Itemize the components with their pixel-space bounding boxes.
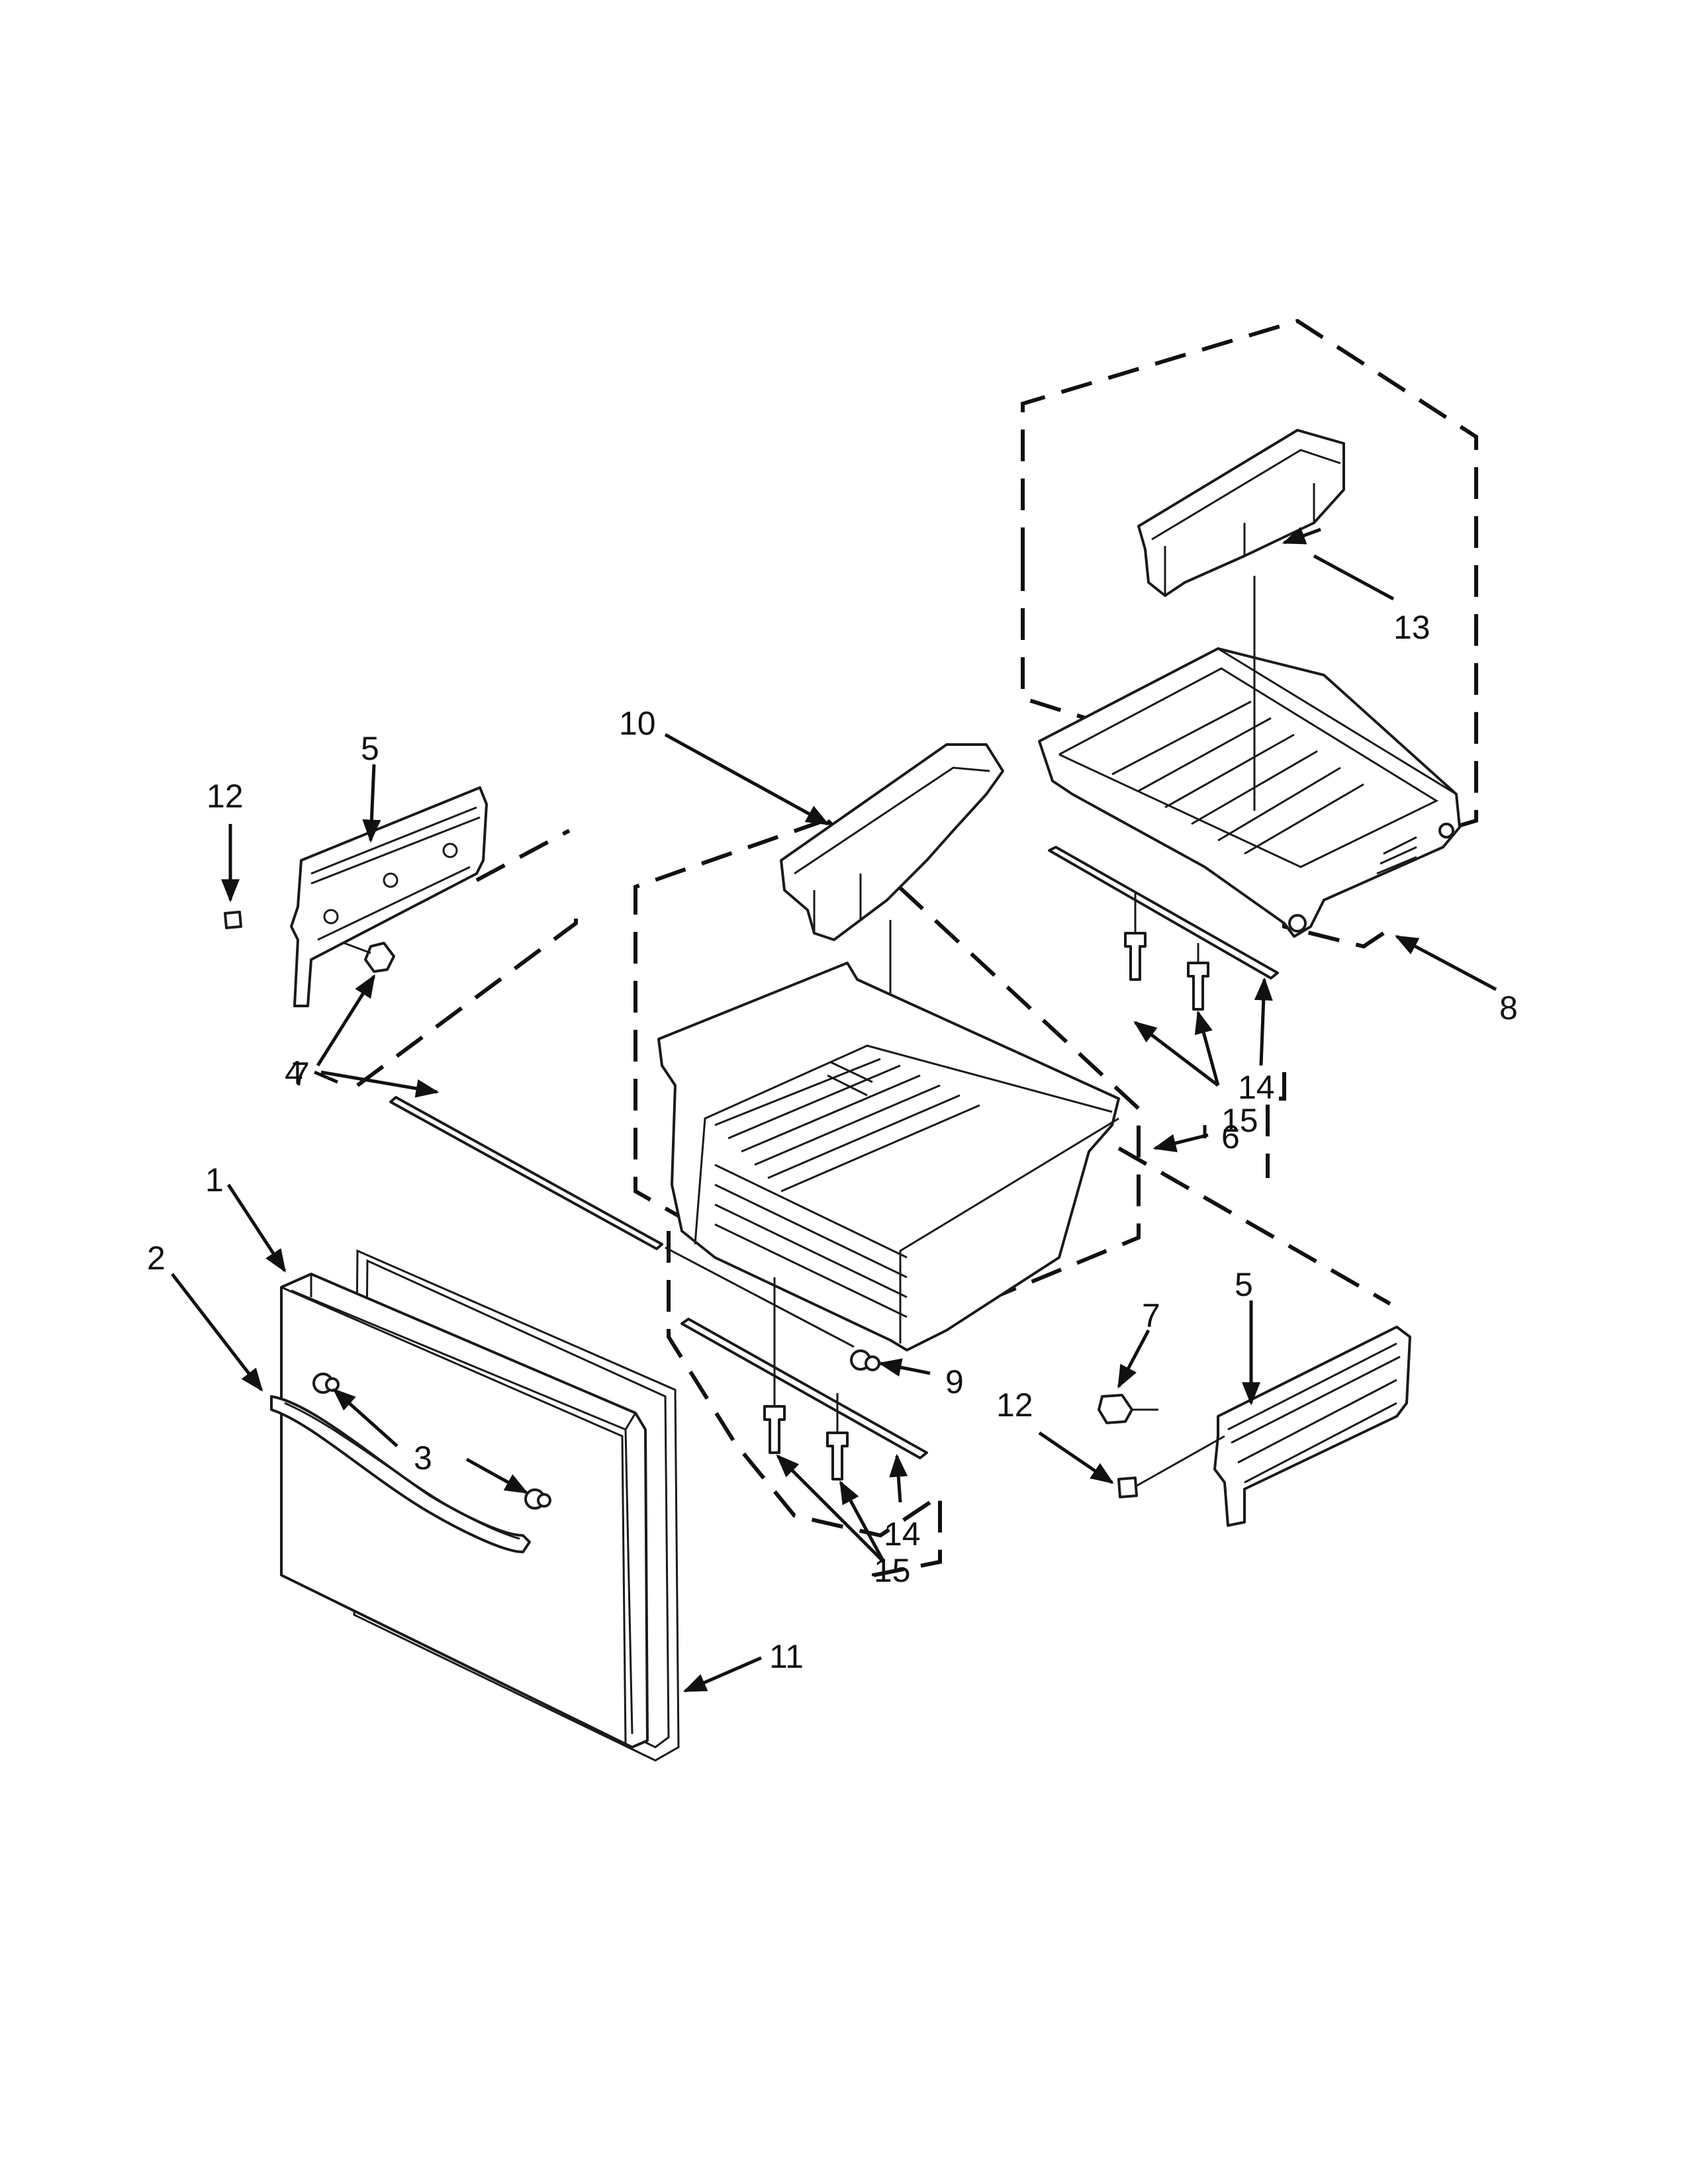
callout-9: 9	[945, 1363, 964, 1400]
leader-lines	[171, 527, 1497, 1693]
part-13-small-bin	[1137, 429, 1345, 597]
callout-labels: 1 2 3 4 5 5 6 7 7 8 9 10 11 12 12 13 14 …	[147, 609, 1518, 1675]
part-8-upper-basket	[1038, 647, 1461, 938]
callout-5-right: 5	[1235, 1266, 1253, 1303]
callout-3: 3	[414, 1439, 432, 1477]
callout-10: 10	[619, 705, 656, 742]
part-10-angled-bin	[780, 743, 1004, 941]
callout-4: 4	[285, 1054, 303, 1091]
part-15-lower-screws	[763, 1277, 849, 1480]
part-12-right-clip	[1117, 1435, 1225, 1498]
part-12-left-clip	[224, 911, 242, 929]
callout-14-lower: 14	[884, 1516, 921, 1553]
part-7-right-screw	[1098, 1394, 1158, 1424]
part-4-rod	[389, 1096, 855, 1348]
part-14-upper-rail-strip	[1048, 846, 1279, 979]
part-5-left-rail	[290, 786, 488, 1007]
part-7-left-screw	[344, 942, 395, 973]
callout-6: 6	[1221, 1118, 1240, 1156]
callout-2: 2	[147, 1240, 165, 1277]
callout-11: 11	[769, 1638, 804, 1675]
part-1-door-panel	[280, 1273, 649, 1749]
callout-7-left: 7	[291, 1056, 310, 1093]
part-6-lower-basket	[657, 962, 1120, 1351]
part-15-upper-screws	[1124, 893, 1209, 1011]
part-2-handle	[270, 1395, 531, 1553]
part-9-fastener	[850, 1349, 880, 1371]
part-14-lower-rail-strip	[680, 1318, 928, 1459]
part-5-right-rail	[1213, 1326, 1411, 1527]
callout-12-right: 12	[996, 1387, 1033, 1424]
callout-1: 1	[205, 1161, 224, 1199]
callout-13: 13	[1393, 609, 1430, 646]
part-3-handle-studs	[312, 1373, 551, 1510]
callout-8: 8	[1499, 989, 1518, 1026]
callout-15-lower: 15	[874, 1552, 911, 1589]
callout-14-upper: 14	[1238, 1069, 1275, 1106]
callout-5-left: 5	[361, 730, 379, 767]
assembly-boundary-right-rail	[1117, 1146, 1391, 1306]
callout-12-left: 12	[207, 778, 244, 815]
assembly-boundary-left-rail	[356, 829, 578, 1087]
callout-7-right: 7	[1142, 1297, 1160, 1334]
callout-15-upper: 15	[1221, 1102, 1258, 1139]
